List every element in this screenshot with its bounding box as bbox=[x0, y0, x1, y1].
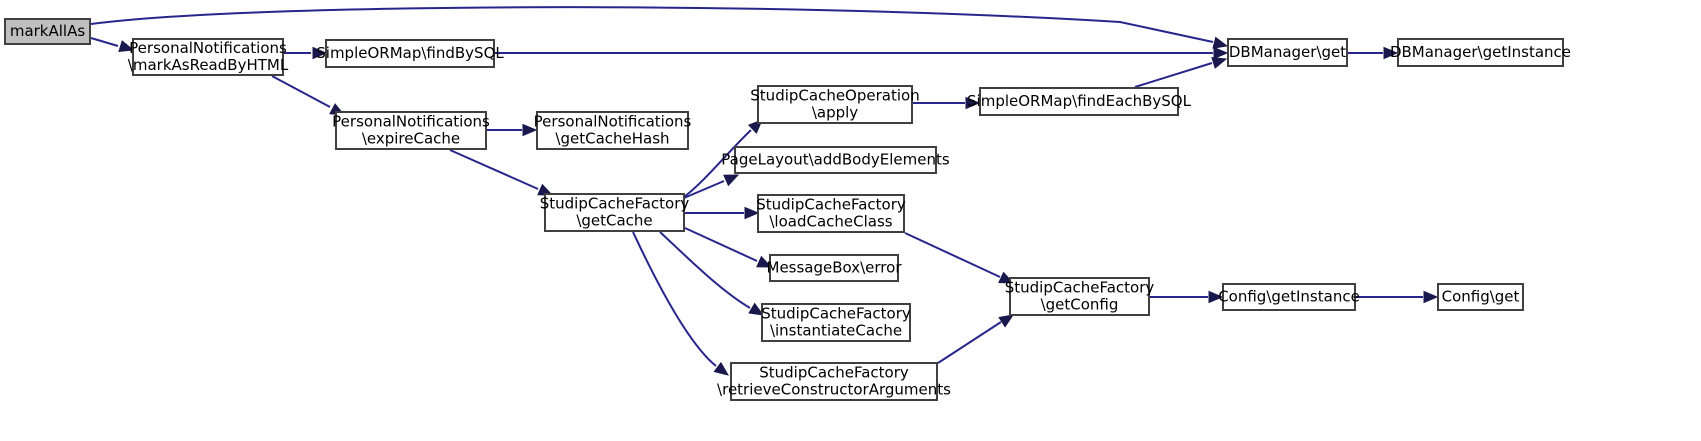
node-box[interactable] bbox=[769, 254, 899, 282]
graph-node-dbManagerGet[interactable]: DBManager\get bbox=[1227, 38, 1348, 67]
arrowhead-icon bbox=[1208, 290, 1224, 304]
edge-line bbox=[904, 232, 1001, 278]
node-box[interactable] bbox=[757, 194, 905, 233]
node-box[interactable] bbox=[1222, 283, 1356, 311]
arrowhead-icon bbox=[312, 46, 328, 60]
edge-line bbox=[937, 321, 1002, 364]
edge-markAsReadByHTML-to-findBySQL bbox=[284, 46, 328, 60]
graph-node-markAllAs[interactable]: markAllAs bbox=[4, 18, 91, 45]
node-box[interactable] bbox=[1227, 38, 1348, 67]
graph-node-retrieveConstructorArguments[interactable]: StudipCacheFactory\retrieveConstructorAr… bbox=[717, 362, 951, 401]
graph-node-expireCache[interactable]: PersonalNotifications\expireCache bbox=[332, 111, 490, 150]
arrowhead-icon bbox=[1383, 46, 1399, 60]
graph-node-configGetInstance[interactable]: Config\getInstance bbox=[1218, 283, 1360, 311]
edge-expireCache-to-getCacheHash bbox=[487, 123, 538, 137]
arrowhead-icon bbox=[756, 255, 773, 268]
arrowhead-icon bbox=[965, 96, 981, 110]
edge-line bbox=[449, 149, 539, 190]
graph-node-getConfig[interactable]: StudipCacheFactory\getConfig bbox=[1005, 277, 1155, 316]
graph-node-markAsReadByHTML[interactable]: PersonalNotifications\markAsReadByHTML bbox=[128, 38, 289, 76]
edge-markAllAs-to-dbManagerGet bbox=[90, 6, 1229, 49]
node-box[interactable] bbox=[132, 38, 284, 76]
edge-line bbox=[1134, 62, 1213, 88]
arrowhead-icon bbox=[1213, 46, 1229, 60]
graph-node-findBySQL[interactable]: SimpleORMap\findBySQL bbox=[316, 39, 504, 68]
graph-node-getCacheHash[interactable]: PersonalNotifications\getCacheHash bbox=[534, 111, 692, 150]
edge-dbManagerGet-to-dbManagerGetInstance bbox=[1348, 46, 1399, 60]
node-box[interactable] bbox=[1437, 283, 1524, 311]
arrowhead-icon bbox=[713, 361, 730, 376]
edge-markAllAs-to-markAsReadByHTML bbox=[90, 37, 135, 53]
edge-line bbox=[684, 227, 758, 262]
graph-node-apply[interactable]: StudipCacheOperation\apply bbox=[750, 85, 920, 124]
edge-getConfig-to-configGetInstance bbox=[1149, 290, 1224, 304]
edge-retrieveConstructorArguments-to-getConfig bbox=[937, 314, 1015, 364]
arrowhead-icon bbox=[118, 40, 135, 53]
edge-loadCacheClass-to-getConfig bbox=[904, 232, 1015, 284]
edge-line bbox=[632, 231, 717, 367]
node-box[interactable] bbox=[761, 303, 911, 342]
node-box[interactable] bbox=[325, 39, 495, 68]
edge-line bbox=[271, 75, 331, 108]
graph-node-configGet[interactable]: Config\get bbox=[1437, 283, 1524, 311]
edge-getCache-to-instantiateCache bbox=[659, 231, 765, 316]
node-box[interactable] bbox=[4, 18, 91, 45]
node-box[interactable] bbox=[544, 193, 685, 232]
edge-line bbox=[90, 37, 119, 47]
edge-getCache-to-retrieveConstructorArguments bbox=[632, 231, 730, 376]
graph-node-loadCacheClass[interactable]: StudipCacheFactory\loadCacheClass bbox=[756, 194, 906, 233]
node-box[interactable] bbox=[335, 111, 487, 150]
edge-line bbox=[90, 6, 1214, 43]
arrowhead-icon bbox=[1212, 36, 1229, 49]
edge-expireCache-to-getCache bbox=[449, 149, 554, 196]
edge-getCache-to-addBodyElements bbox=[683, 174, 740, 199]
edge-configGetInstance-to-configGet bbox=[1356, 290, 1439, 304]
graph-node-instantiateCache[interactable]: StudipCacheFactory\instantiateCache bbox=[761, 303, 911, 342]
edge-getCache-to-messageBoxError bbox=[684, 227, 773, 268]
edge-line bbox=[683, 129, 752, 198]
edge-line bbox=[659, 231, 751, 309]
graph-node-getCache[interactable]: StudipCacheFactory\getCache bbox=[540, 193, 690, 232]
node-box[interactable] bbox=[1397, 38, 1564, 67]
arrowhead-icon bbox=[1423, 290, 1439, 304]
edge-findBySQL-to-dbManagerGet bbox=[495, 46, 1229, 60]
arrowhead-icon bbox=[522, 123, 538, 137]
node-box[interactable] bbox=[979, 87, 1179, 116]
arrowhead-icon bbox=[744, 206, 760, 220]
node-box[interactable] bbox=[757, 85, 913, 124]
edges-layer bbox=[90, 6, 1439, 376]
graph-node-messageBoxError[interactable]: MessageBox\error bbox=[767, 254, 903, 282]
arrowhead-icon bbox=[748, 302, 765, 316]
arrowhead-icon bbox=[1211, 56, 1228, 69]
arrowhead-icon bbox=[998, 314, 1015, 328]
edge-line bbox=[683, 180, 725, 199]
edge-getCache-to-loadCacheClass bbox=[685, 206, 760, 220]
graph-node-addBodyElements[interactable]: PageLayout\addBodyElements bbox=[721, 146, 950, 174]
node-box[interactable] bbox=[734, 146, 937, 174]
arrowhead-icon bbox=[723, 174, 740, 187]
edge-apply-to-findEachBySQL bbox=[913, 96, 981, 110]
graph-node-findEachBySQL[interactable]: SimpleORMap\findEachBySQL bbox=[967, 87, 1192, 116]
node-box[interactable] bbox=[1009, 277, 1150, 316]
graph-node-dbManagerGetInstance[interactable]: DBManager\getInstance bbox=[1390, 38, 1571, 67]
nodes-layer: markAllAsPersonalNotifications\markAsRea… bbox=[4, 18, 1571, 401]
node-box[interactable] bbox=[536, 111, 689, 150]
edge-findEachBySQL-to-dbManagerGet bbox=[1134, 56, 1228, 88]
node-box[interactable] bbox=[730, 362, 938, 401]
